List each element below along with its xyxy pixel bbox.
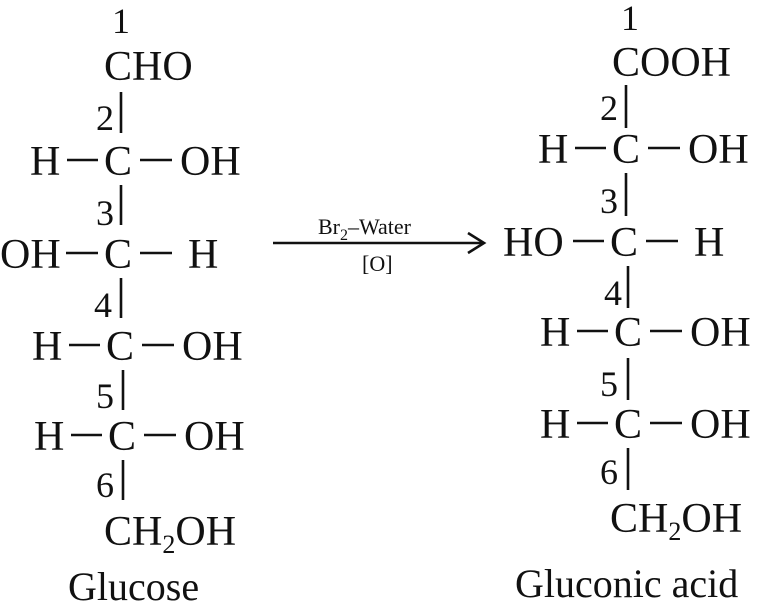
ch2oh-tail: OH [175,509,236,555]
row3-carbon: C [106,324,134,370]
carbon-number-6: 6 [96,465,114,505]
glucose-structure: 1 CHO 2 H C OH 3 OH C H 4 H C OH 5 H C O… [0,1,245,607]
reaction-arrow-head [467,231,487,255]
reactant-name: Glucose [68,564,199,607]
product-row3-carbon: C [614,310,642,356]
row2-right: H [188,232,218,278]
carbon-number-4: 4 [94,285,112,325]
ch2oh-group: CH2OH [104,509,236,559]
gluconic-acid-structure: 1 COOH 2 H C OH 3 HO C H 4 H C OH 5 H C … [503,0,751,606]
product-name: Gluconic acid [515,561,738,606]
row2-carbon: C [104,232,132,278]
row3-left: H [32,324,62,370]
carbon-number-3: 3 [96,193,114,233]
oxidation-condition: [O] [362,251,393,276]
reagent-label: Br2–Water [318,214,412,244]
row4-right: OH [184,414,245,460]
product-carbon-number-1: 1 [621,0,639,38]
product-ch2oh-subscript: 2 [668,517,681,546]
reagent-main: Br [318,214,341,239]
row1-carbon: C [104,139,132,185]
row4-left: H [34,414,64,460]
product-row2-left: HO [503,220,564,266]
row3-right: OH [182,324,243,370]
ch2oh-subscript: 2 [162,530,175,559]
carbon-number-5: 5 [96,376,114,416]
product-carbon-number-3: 3 [600,181,618,221]
product-row2-carbon: C [610,220,638,266]
row4-carbon: C [108,414,136,460]
product-row4-right: OH [690,402,751,448]
carbon-number-2: 2 [96,98,114,138]
product-ch2oh-main: CH [610,496,668,542]
product-carbon-number-5: 5 [600,364,618,404]
product-carbon-number-4: 4 [604,273,622,313]
product-row4-left: H [540,402,570,448]
product-row1-carbon: C [612,127,640,173]
product-ch2oh-group: CH2OH [610,496,742,546]
product-row2-right: H [694,220,724,266]
product-ch2oh-tail: OH [681,496,742,542]
product-row3-left: H [540,310,570,356]
aldehyde-group: CHO [104,44,193,90]
row1-right: OH [180,139,241,185]
product-row1-right: OH [688,127,749,173]
reaction-arrow-group: Br2–Water [O] [273,214,487,276]
product-carbon-number-6: 6 [600,452,618,492]
row2-left: OH [0,232,61,278]
reagent-tail: –Water [347,214,412,239]
product-carbon-number-2: 2 [600,88,618,128]
ch2oh-main: CH [104,509,162,555]
carbon-number-1: 1 [112,1,130,41]
row1-left: H [30,139,60,185]
reagent-subscript: 2 [340,227,348,244]
product-row3-right: OH [690,310,751,356]
product-row1-left: H [538,127,568,173]
product-row4-carbon: C [614,402,642,448]
carboxyl-group: COOH [612,40,731,86]
